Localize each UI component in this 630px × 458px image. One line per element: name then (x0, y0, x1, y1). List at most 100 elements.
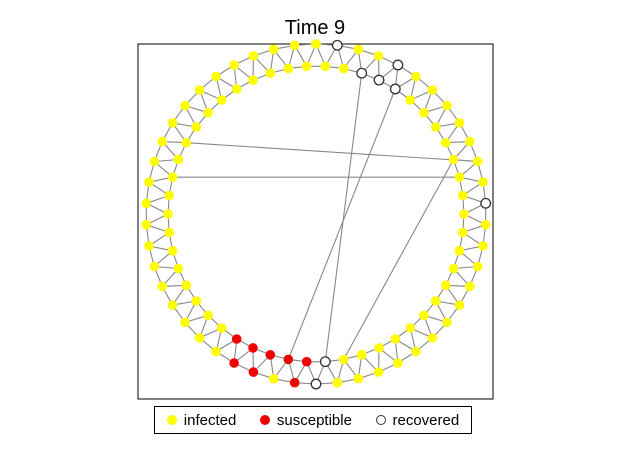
node-infected (419, 107, 429, 118)
node-infected (167, 300, 178, 310)
node-infected (442, 100, 452, 111)
node-susceptible (248, 343, 258, 353)
node-infected (448, 263, 459, 274)
node-susceptible (283, 354, 294, 365)
node-infected (191, 296, 202, 306)
node-infected (211, 71, 221, 82)
node-infected (419, 310, 429, 321)
node-infected (265, 68, 276, 78)
node-infected (374, 343, 384, 353)
node-recovered (392, 59, 404, 71)
node-infected (478, 241, 488, 251)
legend-label-infected: infected (183, 411, 237, 429)
node-recovered (319, 356, 331, 368)
node-infected (373, 51, 384, 61)
recovered-marker-icon (375, 415, 386, 425)
node-infected (480, 219, 491, 230)
node-infected (459, 209, 469, 219)
node-infected (141, 198, 152, 209)
node-infected (338, 63, 349, 74)
node-infected (181, 137, 192, 148)
node-infected (141, 219, 152, 230)
node-susceptible (248, 367, 259, 377)
node-infected (216, 95, 227, 105)
node-infected (164, 227, 174, 238)
node-infected (332, 377, 343, 388)
legend-label-recovered: recovered (392, 411, 460, 429)
legend-item-infected: infected (166, 411, 237, 429)
legend-item-recovered: recovered (375, 411, 460, 429)
infected-marker-icon (166, 415, 177, 425)
node-infected (454, 118, 465, 128)
node-infected (167, 118, 178, 128)
shortcut-edge (287, 88, 396, 360)
node-infected (149, 261, 160, 272)
node-infected (194, 333, 205, 343)
node-infected (191, 122, 202, 132)
node-susceptible (265, 350, 276, 360)
node-infected (301, 61, 312, 72)
node-infected (163, 209, 173, 219)
node-infected (440, 137, 451, 148)
node-infected (164, 190, 174, 201)
node-infected (144, 177, 154, 187)
node-infected (454, 246, 465, 256)
node-infected (454, 172, 465, 182)
node-recovered (480, 197, 492, 209)
node-infected (356, 350, 367, 360)
legend-label-susceptible: susceptible (276, 411, 352, 429)
node-susceptible (229, 358, 239, 368)
node-infected (430, 296, 441, 306)
node-infected (248, 51, 259, 61)
node-infected (353, 44, 364, 55)
node-infected (157, 136, 167, 147)
shortcut-edge (324, 73, 363, 362)
node-infected (405, 95, 416, 105)
node-infected (180, 100, 190, 111)
node-infected (268, 373, 279, 384)
node-recovered (310, 378, 322, 390)
node-infected (203, 107, 213, 118)
node-infected (430, 122, 441, 132)
node-infected (289, 40, 300, 51)
legend: infected susceptible recovered (154, 406, 472, 434)
node-infected (440, 280, 451, 291)
node-recovered (389, 83, 401, 95)
node-infected (231, 84, 242, 94)
node-infected (458, 190, 468, 201)
node-infected (268, 44, 279, 55)
chart-title: Time 9 (284, 17, 346, 39)
node-infected (157, 281, 167, 292)
node-infected (373, 367, 384, 377)
legend-item-susceptible: susceptible (259, 411, 352, 429)
node-infected (173, 154, 184, 165)
node-infected (149, 156, 160, 167)
node-susceptible (301, 356, 312, 367)
node-infected (211, 346, 221, 357)
node-infected (454, 300, 465, 310)
node-infected (427, 333, 438, 343)
node-infected (458, 227, 468, 238)
node-infected (411, 71, 421, 82)
node-recovered (331, 39, 343, 51)
node-infected (442, 317, 452, 328)
node-infected (472, 261, 483, 272)
node-infected (283, 63, 294, 74)
node-infected (472, 156, 483, 167)
node-infected (167, 172, 178, 182)
node-infected (411, 346, 421, 357)
node-infected (167, 246, 178, 256)
node-infected (427, 85, 438, 95)
node-infected (393, 358, 403, 368)
node-infected (465, 136, 475, 147)
node-infected (465, 281, 475, 292)
node-recovered (373, 74, 385, 86)
shortcut-edge (186, 142, 478, 163)
node-susceptible (231, 334, 242, 344)
node-infected (338, 354, 349, 365)
node-infected (144, 241, 154, 251)
susceptible-marker-icon (259, 415, 270, 425)
node-infected (353, 373, 364, 384)
nodes-layer (141, 39, 492, 390)
